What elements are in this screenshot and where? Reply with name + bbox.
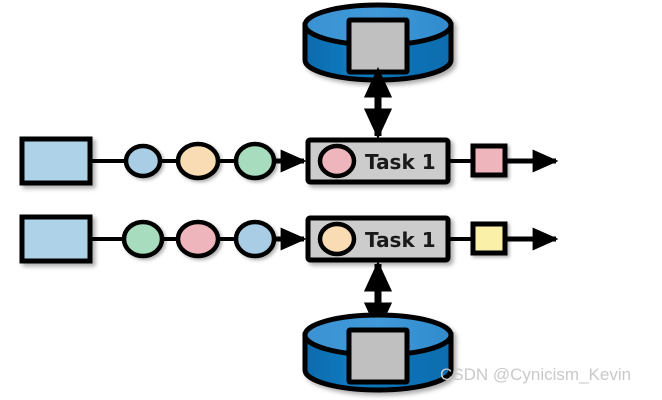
task-box-2-label: Task 1 xyxy=(365,228,436,252)
stage-circle-6[interactable] xyxy=(233,219,277,259)
stage-circle-1[interactable] xyxy=(123,143,163,179)
output-block-1[interactable] xyxy=(470,143,508,178)
task-2-marker-circle xyxy=(317,221,357,257)
upper-pipeline: Task 1 xyxy=(19,136,559,186)
output-block-2[interactable] xyxy=(470,221,508,256)
lower-pipeline: Task 1 xyxy=(19,214,559,264)
database-cylinder-top[interactable] xyxy=(302,2,454,83)
watermark-label: CSDN @Cynicism_Kevin xyxy=(440,365,631,384)
stage-circle-5[interactable] xyxy=(175,219,221,259)
task-box-1-label: Task 1 xyxy=(365,150,436,174)
database-cylinder-bottom[interactable] xyxy=(302,312,454,393)
task-1-marker-circle xyxy=(317,143,357,179)
stage-circle-2[interactable] xyxy=(175,141,221,181)
input-block-2[interactable] xyxy=(19,214,93,264)
stage-circle-3[interactable] xyxy=(233,141,277,181)
stage-circle-4[interactable] xyxy=(121,219,165,259)
input-block-1[interactable] xyxy=(19,136,93,186)
db-bottom-inner-square xyxy=(346,327,410,385)
db-top-inner-square xyxy=(346,17,410,75)
